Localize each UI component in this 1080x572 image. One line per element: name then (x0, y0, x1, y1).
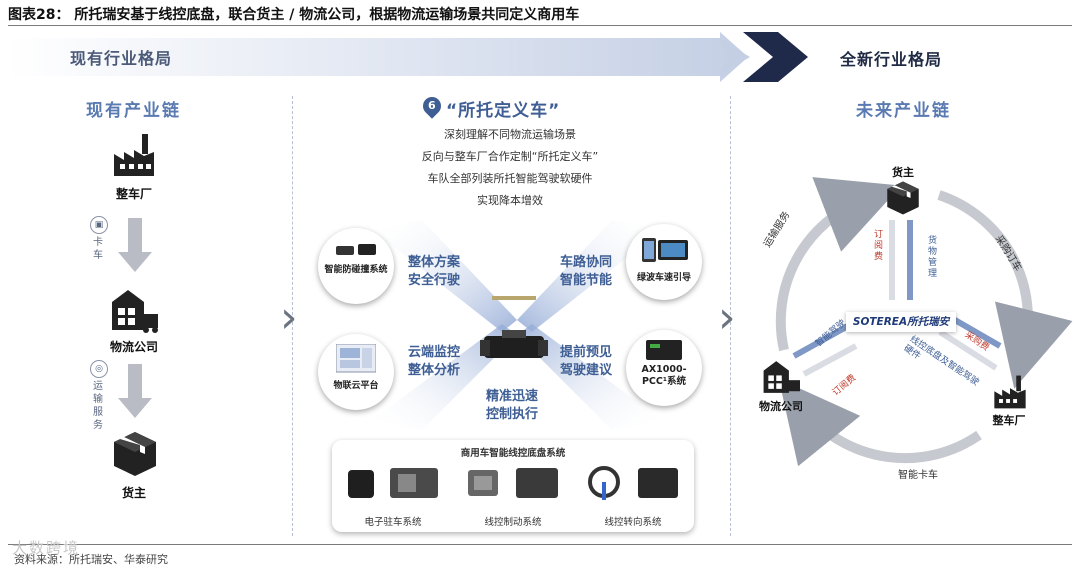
sotera-logo: SOTEREA所托瑞安 (846, 312, 956, 332)
divider (292, 96, 294, 536)
watermark: 大数跨境 (12, 539, 81, 557)
band-left-label: 现有行业格局 (70, 49, 173, 68)
middle-desc-2: 反向与整车厂合作定制“所托定义车” (421, 150, 599, 163)
tablet-icon (642, 238, 688, 262)
platform-panel: 商用车智能线控底盘系统 电子驻车系统 线控制动系统 线控转向系统 (332, 440, 694, 532)
cycle-arrows (775, 177, 1073, 467)
service-icon: ◎ (90, 360, 108, 378)
middle-desc-1: 深刻理解不同物流运输场景 (444, 128, 576, 141)
feature-circle-iot-cloud: 物联云平台 (318, 334, 394, 410)
chassis-icon (480, 296, 548, 358)
banner-arrow (8, 32, 808, 82)
logistics-icon (112, 290, 158, 333)
feature-circle-ax1000: AX1000-PCC¹系统 (626, 330, 702, 406)
sensor-icon (336, 244, 376, 255)
band-right-label: 全新行业格局 (840, 50, 943, 69)
center-text: 精准迅速 控制执行 (486, 389, 539, 422)
inner-link-cargo-mgmt: 货物管理 (928, 236, 938, 279)
steer-by-wire-icon (588, 466, 678, 500)
beam-graphic (372, 220, 662, 430)
feature-text-advice: 提前预见 驾驶建议 (560, 345, 613, 378)
left-link-truck: 卡车 (93, 237, 103, 261)
platform-title: 商用车智能线控底盘系统 (460, 448, 566, 459)
left-node-oem: 整车厂 (115, 187, 152, 201)
logistics-icon (763, 361, 800, 393)
platform-item-brake: 线控制动系统 (484, 517, 542, 528)
footer-rule (8, 544, 1072, 545)
left-link-transport: 运输服务 (93, 381, 103, 431)
factory-icon (114, 134, 154, 176)
divider (730, 96, 732, 536)
controller-box-icon (646, 340, 682, 360)
middle-desc-3: 车队全部列装所托智能驾驶软硬件 (427, 172, 593, 185)
cargo-box-icon (114, 432, 156, 476)
down-arrow (118, 364, 152, 418)
feature-circle-collision: 智能防碰撞系统 (318, 228, 394, 304)
brake-by-wire-icon (468, 468, 558, 498)
factory-icon (994, 375, 1026, 409)
right-node-oem: 整车厂 (992, 414, 1026, 427)
chevron-right-icon: › (280, 292, 298, 343)
left-node-shipper: 货主 (121, 486, 146, 500)
title-rule (8, 25, 1072, 26)
feature-text-cloud: 云端监控 整体分析 (408, 345, 461, 378)
platform-item-steer: 线控转向系统 (604, 517, 662, 528)
right-node-shipper: 货主 (892, 166, 914, 179)
outer-link-smart-truck: 智能卡车 (898, 470, 938, 481)
left-heading: 现有产业链 (86, 101, 181, 121)
inner-link-sub-fee: 订阅费 (874, 230, 884, 262)
source-note: 资料来源：所托瑞安、华泰研究 (14, 553, 168, 566)
feature-text-safety: 整体方案 安全行驶 (408, 255, 461, 288)
feature-text-v2x: 车路协同 智能节能 (560, 255, 613, 288)
right-node-logistics: 物流公司 (759, 400, 803, 413)
left-node-logistics: 物流公司 (109, 340, 158, 354)
dashboard-icon (336, 344, 376, 373)
figure-title: 图表28： 所托瑞安基于线控底盘，联合货主 / 物流公司，根据物流运输场景共同定… (8, 7, 580, 23)
parking-brake-icon (348, 468, 438, 498)
down-arrow (118, 218, 152, 272)
middle-desc-4: 实现降本增效 (477, 194, 543, 207)
cargo-box-icon (887, 181, 919, 215)
right-heading: 未来产业链 (856, 101, 951, 121)
middle-heading: “所托定义车” (446, 101, 561, 121)
feature-circle-green-wave: 绿波车速引导 (626, 224, 702, 300)
truck-icon: ▣ (90, 216, 108, 234)
platform-item-parking: 电子驻车系统 (364, 517, 422, 528)
chevron-right-icon: › (718, 292, 736, 343)
badge-pin-icon: 6 (419, 93, 445, 119)
